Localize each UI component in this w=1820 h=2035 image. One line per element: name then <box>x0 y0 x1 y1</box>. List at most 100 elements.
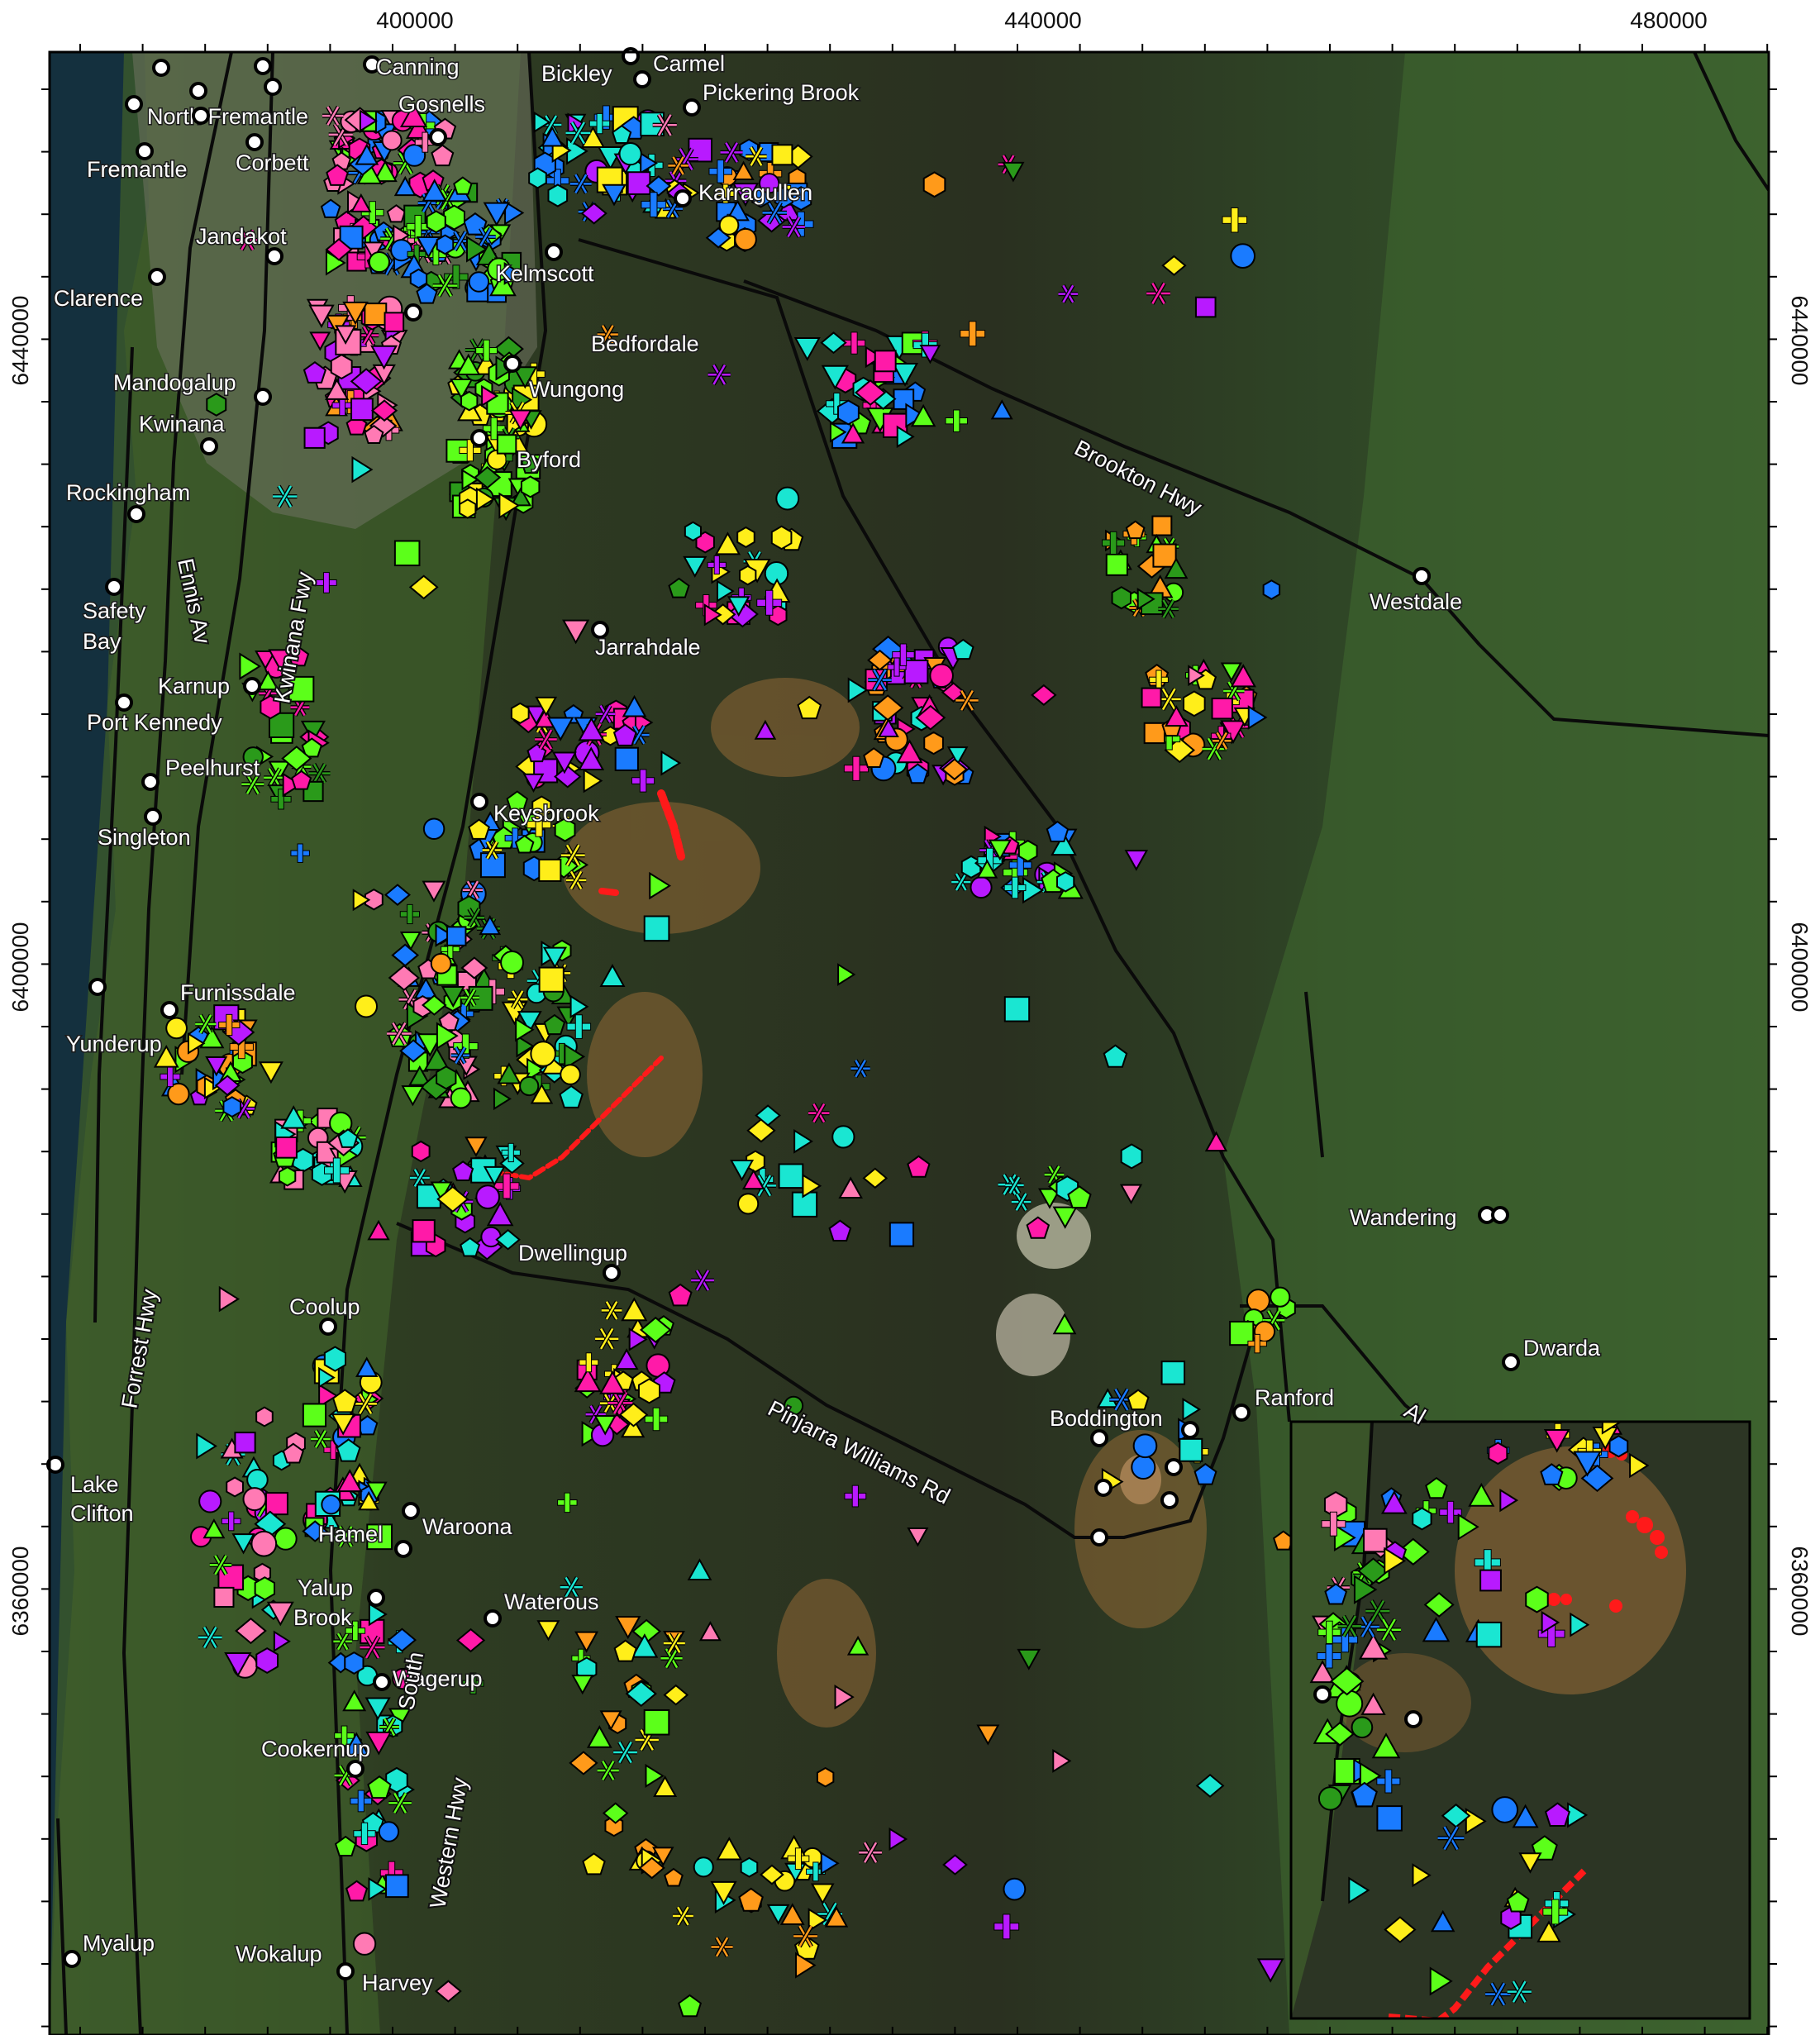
observation-marker-square <box>893 388 915 410</box>
observation-marker-triangle <box>342 1689 367 1712</box>
observation-marker-flag <box>273 1630 291 1652</box>
observation-marker-star <box>450 1046 469 1065</box>
place-label-wandering: Wandering <box>1350 1205 1457 1230</box>
observation-marker-square <box>384 312 405 332</box>
observation-marker-circle <box>831 1125 855 1149</box>
observation-marker-flag <box>829 421 847 443</box>
observation-marker-star <box>432 274 458 298</box>
observation-marker-diamond <box>369 414 398 438</box>
town-marker-clarence <box>148 268 166 286</box>
observation-marker-triangle <box>1051 832 1077 856</box>
town-marker-jarrahdale <box>591 621 609 639</box>
observation-marker-flag <box>808 1908 828 1933</box>
observation-marker-star <box>236 229 259 251</box>
town-marker-keysbrook <box>470 793 488 811</box>
observation-marker-triangle <box>574 1367 602 1393</box>
observation-marker-hexagon <box>510 702 530 724</box>
observation-marker-cross <box>1247 1333 1267 1354</box>
observation-marker-hexagon <box>1055 870 1075 893</box>
observation-marker-tri-down <box>370 345 398 370</box>
observation-marker-pentagon <box>367 1775 392 1799</box>
observation-marker-star <box>359 326 379 346</box>
observation-marker-star <box>273 484 298 508</box>
observation-marker-triangle <box>1537 1920 1561 1942</box>
observation-marker-circle <box>1317 1786 1343 1811</box>
observation-marker-star <box>663 1632 685 1654</box>
observation-marker-cross <box>631 769 655 793</box>
observation-marker-tri-down <box>364 1697 391 1721</box>
observation-marker-cross <box>844 1485 867 1508</box>
observation-marker-star <box>652 113 677 137</box>
observation-marker-hexagon <box>443 204 465 231</box>
observation-marker-diamond <box>281 746 312 772</box>
place-label-cookernup: Cookernup <box>261 1737 370 1761</box>
place-label-karnup: Karnup <box>158 674 230 698</box>
observation-marker-tri-down <box>599 1710 622 1731</box>
observation-marker-tri-down <box>1573 1451 1602 1477</box>
observation-marker-flag <box>368 1877 388 1901</box>
observation-marker-diamond <box>350 368 383 395</box>
observation-marker-star <box>597 324 618 345</box>
observation-marker-hexagon <box>254 1576 276 1601</box>
observation-marker-flag <box>1182 1398 1202 1422</box>
observation-marker-square <box>627 171 651 195</box>
observation-marker-circle <box>352 1932 377 1956</box>
observation-marker-flag <box>896 425 915 449</box>
observation-marker-cross <box>229 1034 254 1060</box>
observation-marker-pentagon <box>951 638 974 660</box>
observation-marker-diamond <box>638 1856 665 1880</box>
place-label-rockingham: Rockingham <box>66 480 190 505</box>
observation-marker-triangle <box>510 487 532 507</box>
observation-marker-triangle <box>1430 1909 1456 1933</box>
observation-marker-pentagon <box>326 164 349 186</box>
observation-marker-flag <box>1465 1808 1487 1835</box>
place-label-wokalup: Wokalup <box>236 1942 322 1966</box>
observation-marker-hexagon <box>770 525 793 550</box>
observation-marker-triangle <box>343 1732 370 1756</box>
observation-marker-cross <box>708 160 733 183</box>
observation-marker-tri-down <box>1002 161 1025 183</box>
inset-markers <box>1309 1422 1650 2007</box>
observation-marker-pentagon <box>506 790 529 812</box>
observation-marker-circle <box>929 663 954 689</box>
observation-marker-flag <box>435 923 455 947</box>
observation-marker-tri-down <box>615 1615 641 1640</box>
observation-marker-square <box>1179 1437 1203 1462</box>
observation-marker-pentagon <box>336 1438 361 1462</box>
observation-marker-tri-down <box>365 1481 388 1502</box>
observation-marker-diamond <box>646 175 672 197</box>
observation-marker-star <box>1213 732 1232 751</box>
town-marker-kwinana <box>200 437 218 455</box>
place-label-byford: Byford <box>517 447 581 472</box>
observation-marker-diamond <box>399 1039 428 1063</box>
y-tick-label-right-6360000: 6360000 <box>1787 1546 1813 1636</box>
observation-marker-triangle <box>599 964 626 987</box>
observation-marker-circle <box>618 142 642 166</box>
observation-marker-pentagon <box>364 424 384 445</box>
observation-marker-tri-down <box>535 696 558 717</box>
observation-marker-tri-down <box>562 619 590 645</box>
observation-marker-diamond <box>460 956 488 979</box>
observation-marker-cross <box>334 1725 355 1747</box>
observation-marker-flag <box>703 603 722 627</box>
observation-marker-star <box>1507 1980 1532 2004</box>
observation-marker-flag <box>802 1173 822 1199</box>
observation-marker-tri-down <box>266 1601 294 1627</box>
place-label-waroona: Waroona <box>422 1514 513 1539</box>
observation-marker-triangle <box>336 1469 363 1493</box>
observation-marker-tri-down <box>1543 1428 1570 1453</box>
observation-marker-triangle <box>716 1837 743 1861</box>
town-marker-dwarda <box>1502 1353 1520 1371</box>
observation-marker-hexagon <box>226 1476 244 1498</box>
place-label-pickering-brook: Pickering Brook <box>703 80 860 105</box>
observation-marker-flag <box>564 1043 586 1070</box>
observation-marker-triangle <box>355 1356 379 1377</box>
observation-marker-diamond <box>625 1680 657 1708</box>
observation-marker-cross <box>1321 1511 1346 1537</box>
observation-marker-diamond <box>387 1628 417 1652</box>
y-tick-label-left-6360000: 6360000 <box>7 1546 33 1636</box>
observation-marker-pentagon <box>1127 1389 1150 1411</box>
observation-marker-flag <box>1348 1876 1370 1904</box>
town-marker-canning <box>363 55 381 74</box>
observation-marker-flag <box>1499 1488 1519 1513</box>
